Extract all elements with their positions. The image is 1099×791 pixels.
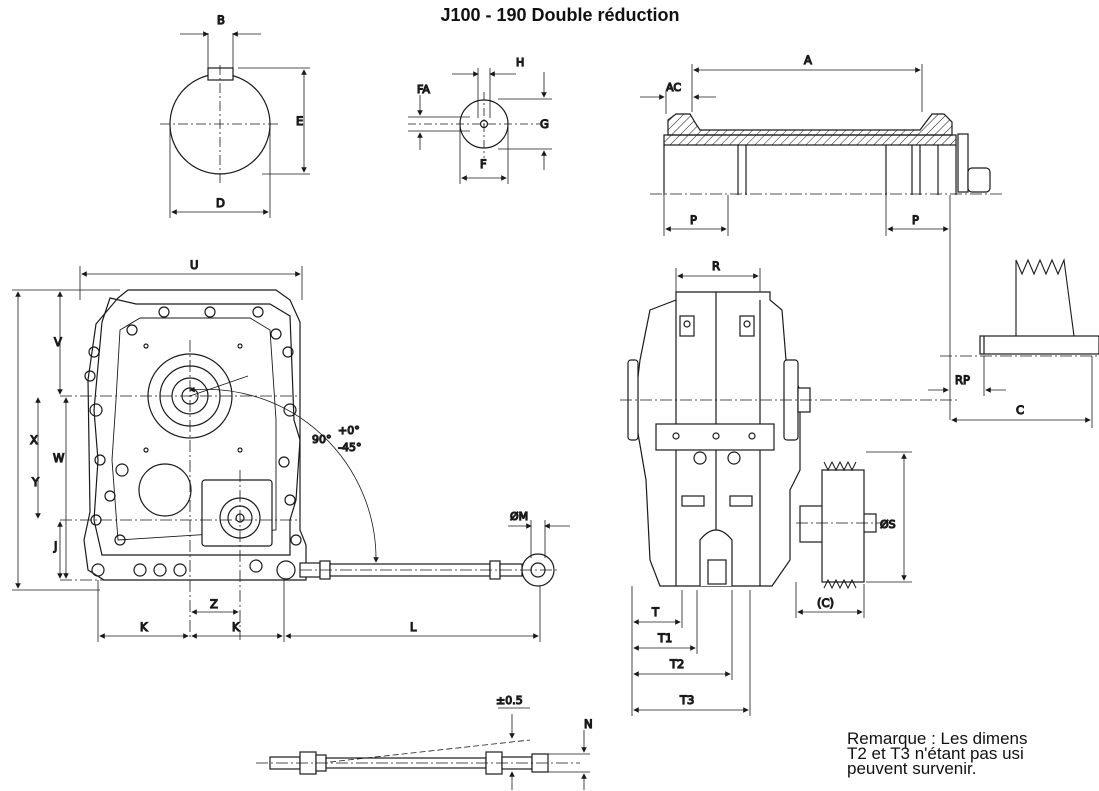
label-K-left: K (140, 620, 148, 634)
torque-arm (299, 553, 560, 587)
label-S: ØS (880, 518, 896, 531)
label-T3: T3 (679, 693, 694, 707)
shaft-end-view: B E D (160, 12, 310, 218)
label-C: C (1016, 403, 1024, 417)
label-D: D (216, 196, 225, 210)
label-E: E (296, 114, 303, 128)
label-R: R (712, 259, 720, 273)
label-angle-plus: +0° (338, 424, 360, 437)
label-B: B (217, 13, 225, 27)
label-FA: FA (417, 83, 430, 96)
torque-arm-top-view: ±0.5 N (256, 693, 593, 790)
label-L: L (410, 620, 417, 634)
remark-line-1: Remarque : Les dimens (847, 731, 1028, 748)
remark-line-3: peuvent survenir. (847, 759, 977, 778)
label-Z: Z (210, 597, 218, 611)
label-tolerance: ±0.5 (496, 694, 523, 707)
label-A: A (804, 53, 812, 67)
label-T: T (651, 605, 660, 619)
label-M: ØM (510, 510, 528, 523)
gearbox-side-view: R ØS (C) T T1 T2 T3 (620, 258, 960, 716)
label-P-right: P (912, 213, 919, 227)
label-K-right: K (232, 620, 240, 634)
label-C-paren: (C) (817, 596, 834, 610)
page-title: J100 - 190 Double réduction (440, 5, 680, 25)
label-angle-minus: -45° (338, 441, 361, 454)
label-G: G (540, 117, 549, 131)
label-angle: 90° (312, 433, 332, 446)
label-AC: AC (666, 81, 681, 94)
label-Y: Y (31, 475, 40, 489)
label-U: U (190, 258, 198, 272)
label-T2: T2 (669, 657, 684, 671)
remark-note: Remarque : Les dimens T2 et T3 n'étant p… (847, 731, 1099, 791)
remark-line-2: T2 et T3 n'étant pas usi (847, 744, 1024, 763)
hollow-shaft-section: A AC P P (640, 52, 1005, 420)
label-T1: T1 (657, 631, 672, 645)
label-P-left: P (690, 213, 697, 227)
label-J: J (53, 539, 57, 553)
gearbox-front-view: 90° +0° -45° ØM U X V (12, 257, 570, 642)
label-RP: RP (955, 373, 970, 387)
label-N: N (584, 717, 593, 731)
label-X: X (30, 433, 38, 447)
pin-end-view: FA H G F (408, 55, 552, 184)
label-H: H (516, 56, 524, 69)
pulley-detail: RP C (928, 257, 1099, 428)
label-W: W (53, 451, 64, 465)
label-V: V (54, 335, 62, 349)
label-F: F (480, 157, 487, 171)
